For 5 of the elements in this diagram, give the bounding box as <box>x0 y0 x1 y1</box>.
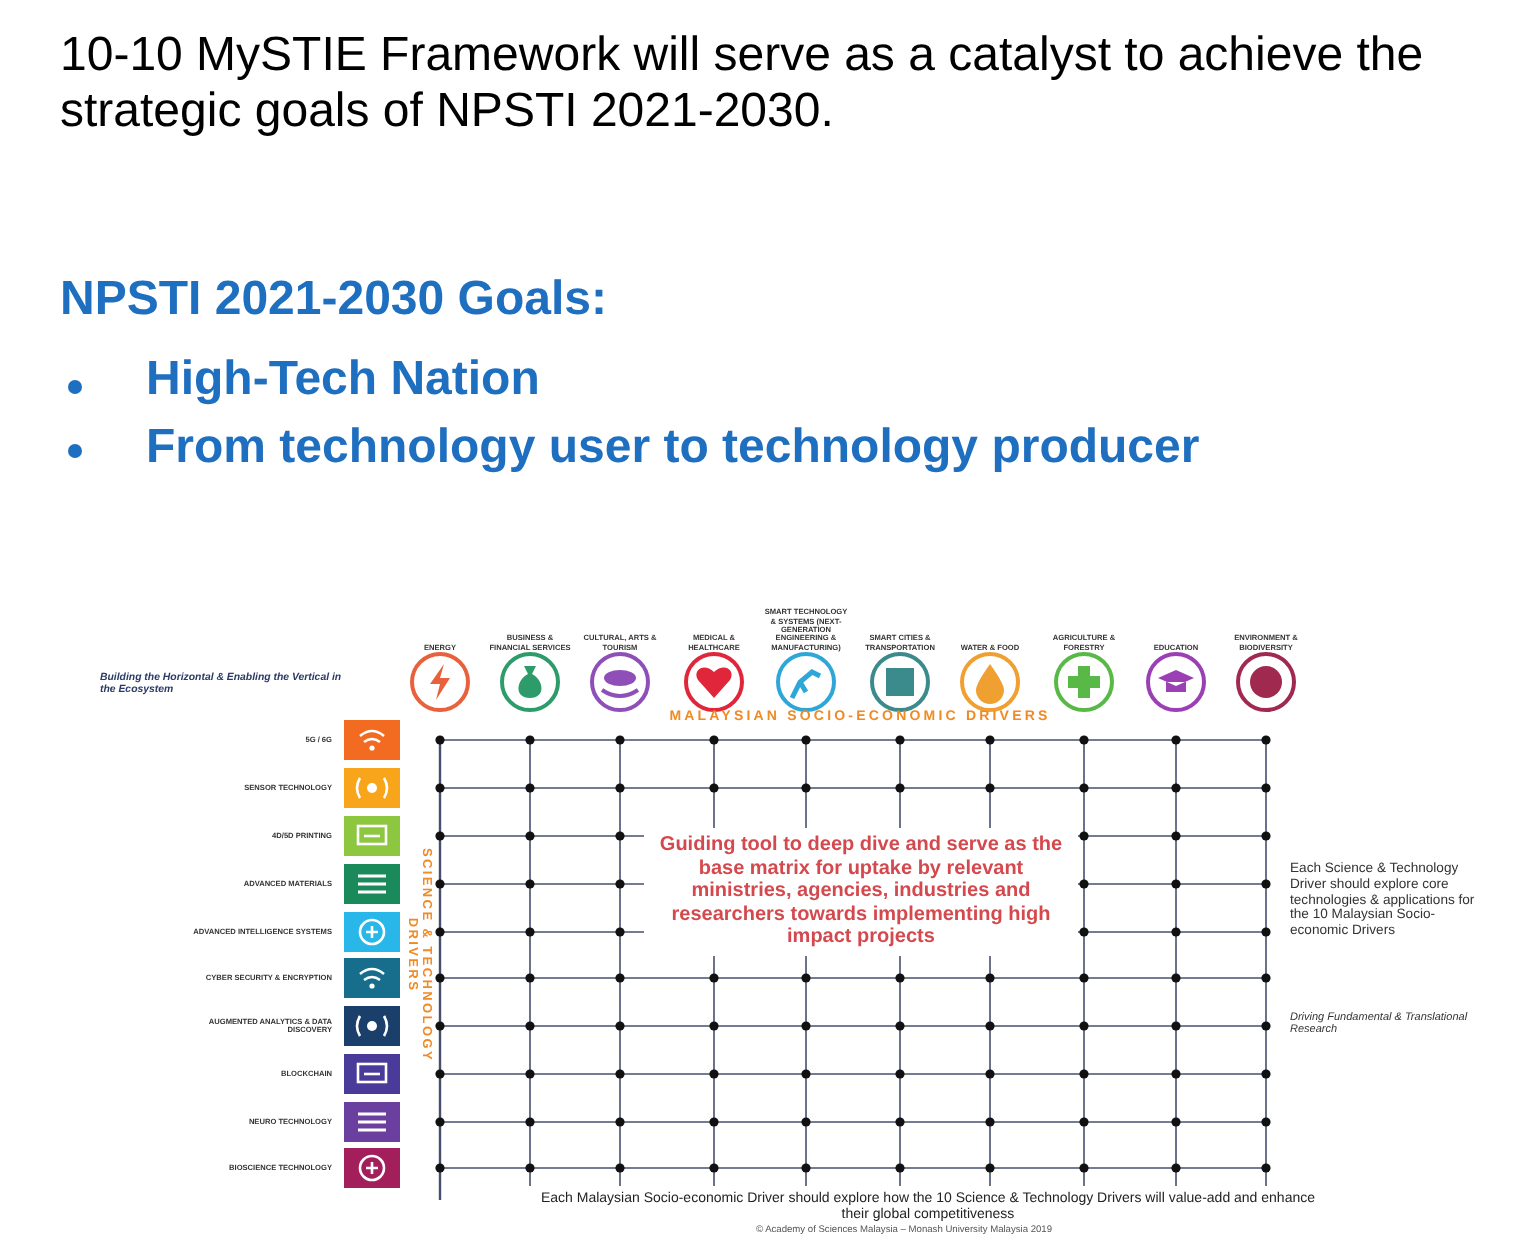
center-note: Guiding tool to deep dive and serve as the base matrix for uptake by relevant ministries, agencies, industries and researchers towards implementing high impact projects <box>644 828 1078 955</box>
intro-text: 10-10 MySTIE Framework will serve as a catalyst to achieve the strategic goals of NPSTI 2021-2030. <box>60 28 1426 139</box>
goal-item: From technology user to technology producer <box>146 418 1202 478</box>
goals-heading: NPSTI 2021-2030 Goals: <box>60 272 609 328</box>
goal-item: High-Tech Nation <box>146 352 542 408</box>
